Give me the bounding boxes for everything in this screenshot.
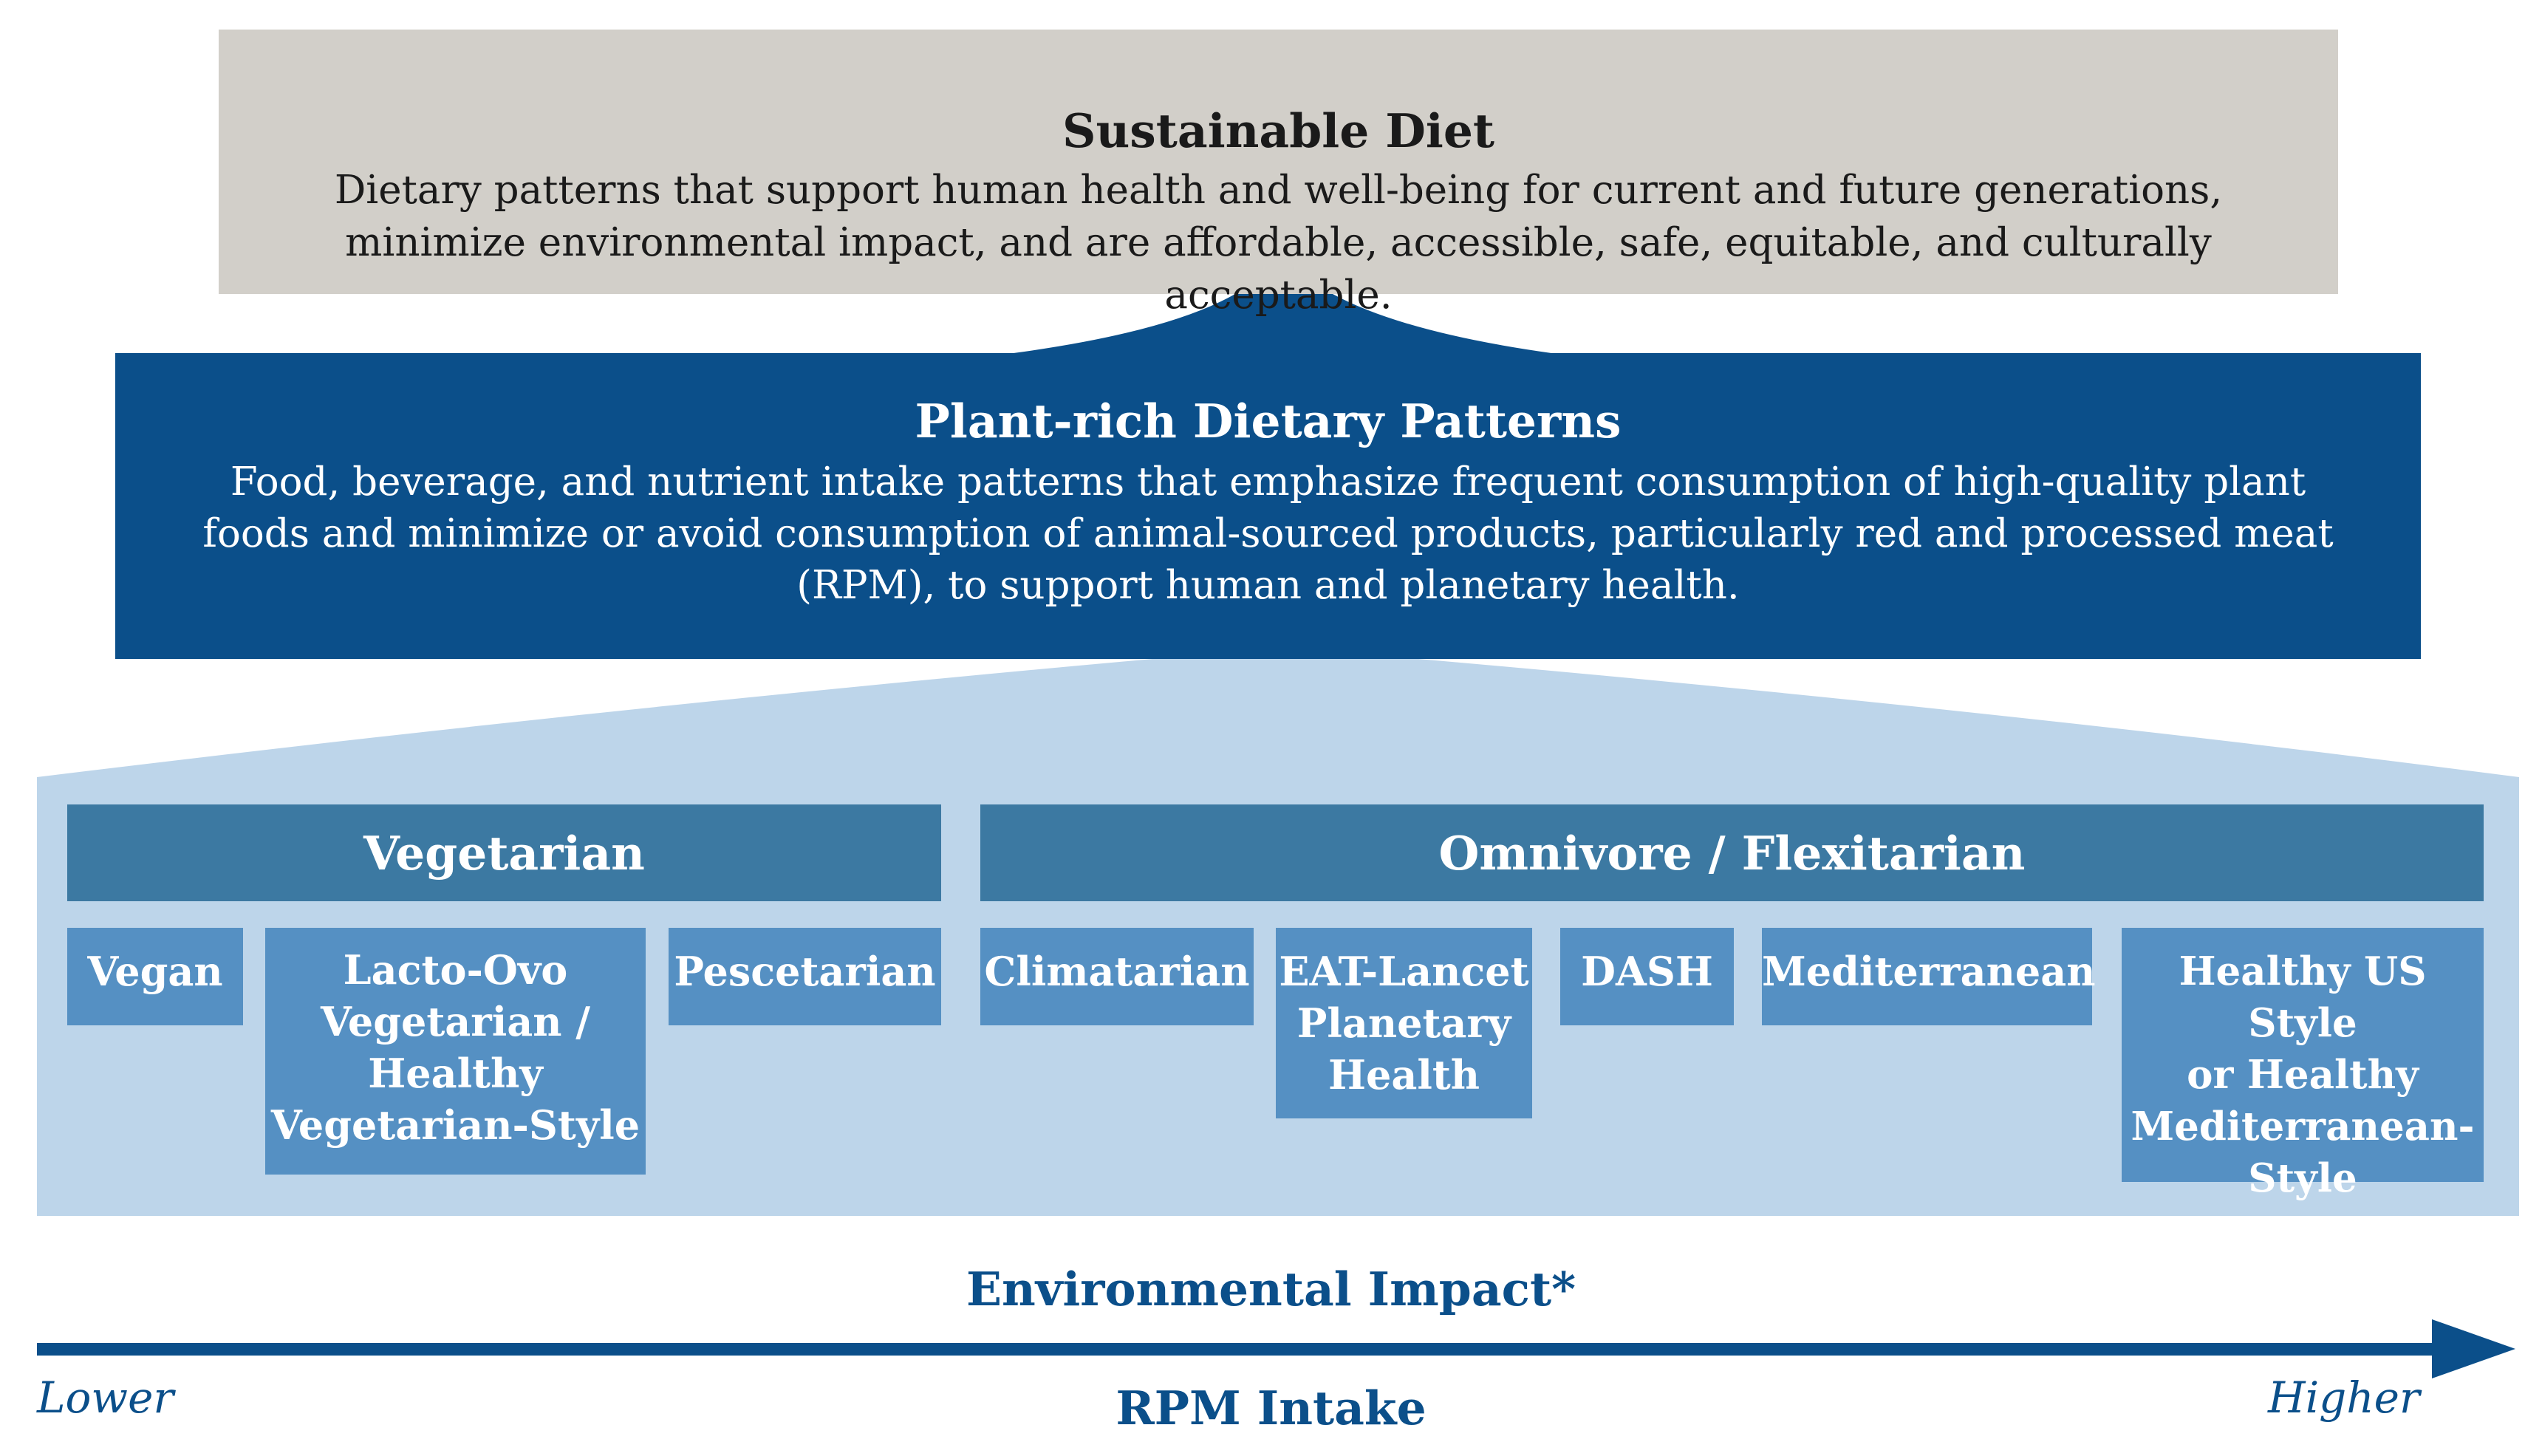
diet-healthy-us-style: Healthy US Style or Healthy Mediterranea… (2122, 928, 2484, 1201)
diet-pescetarian: Pescetarian (669, 928, 941, 1025)
vegetarian-group-header: Vegetarian (67, 804, 941, 901)
omnivore-group-label: Omnivore / Flexitarian (1438, 825, 2026, 881)
sustainable-diet-box: Sustainable Diet Dietary patterns that s… (219, 30, 2338, 318)
plant-rich-description: Food, beverage, and nutrient intake patt… (202, 459, 2334, 608)
diet-vegan: Vegan (67, 928, 243, 1025)
diet-climatarian: Climatarian (980, 928, 1254, 1025)
axis-high-label: Higher (2268, 1373, 2420, 1423)
axis-low-label: Lower (37, 1373, 174, 1423)
diet-lacto-ovo-vegetarian: Lacto-Ovo Vegetarian / Healthy Vegetaria… (265, 928, 646, 1175)
sustainable-diet-description: Dietary patterns that support human heal… (334, 168, 2223, 318)
axis-title: Environmental Impact* (966, 1262, 1576, 1316)
diet-mediterranean: Mediterranean (1762, 928, 2095, 1025)
sustainable-to-plant-connector (1014, 294, 1551, 353)
diet-eat-lancet: EAT-Lancet Planetary Health (1276, 928, 1532, 1118)
diet-dash: DASH (1560, 928, 1734, 1025)
plant-rich-patterns-box: Plant-rich Dietary Patterns Food, bevera… (115, 353, 2421, 659)
axis-subtitle: RPM Intake (1115, 1381, 1427, 1435)
sustainable-diet-title: Sustainable Diet (1062, 103, 1494, 158)
axis-arrow-line (37, 1343, 2475, 1356)
vegetarian-group-label: Vegetarian (363, 825, 645, 881)
plant-rich-title: Plant-rich Dietary Patterns (915, 394, 1622, 448)
omnivore-group-header: Omnivore / Flexitarian (980, 804, 2484, 901)
plant-to-panel-connector (37, 659, 2519, 777)
axis-arrow-head (2432, 1319, 2515, 1378)
